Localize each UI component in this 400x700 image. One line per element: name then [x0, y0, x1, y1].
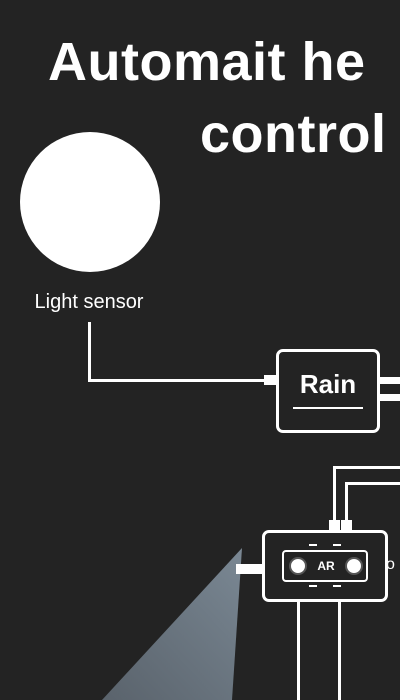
control-output-wire-left — [297, 601, 300, 700]
light-sensor-icon — [20, 132, 160, 272]
panel-tick-bottom-right — [333, 585, 341, 587]
control-unit-side-text: o — [386, 556, 395, 573]
rain-module-label: Rain — [299, 369, 357, 399]
rain-output-connector-top — [379, 377, 400, 384]
panel-tick-top-right — [333, 544, 341, 546]
left-indicator-icon — [289, 557, 307, 575]
control-wire-inner-horizontal — [345, 482, 400, 485]
control-wire-outer-vertical — [333, 466, 336, 522]
control-wire-outer-horizontal — [333, 466, 400, 469]
rain-module: Rain — [276, 349, 380, 433]
control-input-connector-2 — [341, 520, 352, 532]
rain-input-connector — [264, 375, 278, 385]
panel-tick-bottom-left — [309, 585, 317, 587]
right-indicator-icon — [345, 557, 363, 575]
rain-module-underline — [293, 407, 363, 409]
control-wire-inner-vertical — [345, 482, 348, 522]
control-unit-panel: AR — [282, 550, 368, 582]
sensor-wire-vertical — [88, 322, 91, 382]
control-input-connector-1 — [329, 520, 340, 532]
sensor-wire-horizontal — [88, 379, 266, 382]
headlight-beam-cone — [102, 548, 242, 700]
light-sensor-label: Light sensor — [34, 291, 144, 313]
control-output-wire-right — [338, 601, 341, 700]
rain-output-connector-bottom — [379, 394, 400, 401]
control-unit: AR — [262, 530, 388, 602]
control-unit-code: AR — [317, 559, 335, 573]
diagram-title-line-1: Automait he — [48, 32, 366, 92]
control-left-connector — [236, 564, 264, 574]
diagram-title-line-2: control — [200, 104, 387, 164]
panel-tick-top-left — [309, 544, 317, 546]
